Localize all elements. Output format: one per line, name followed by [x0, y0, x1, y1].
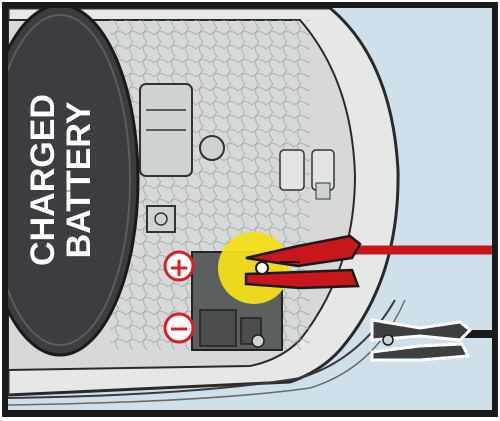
negative-symbol: −	[168, 314, 190, 344]
battery-label-line1: CHARGED	[24, 94, 62, 266]
engine-cap	[200, 136, 224, 160]
fuse-box	[280, 150, 304, 190]
battery-terminal-positive-icon: +	[165, 252, 193, 283]
battery-terminal-negative-icon: −	[165, 314, 193, 344]
positive-symbol: +	[168, 253, 190, 283]
battery-label-line2: BATTERY	[60, 101, 98, 258]
engine-box	[147, 206, 175, 232]
connection-highlight	[218, 232, 290, 304]
